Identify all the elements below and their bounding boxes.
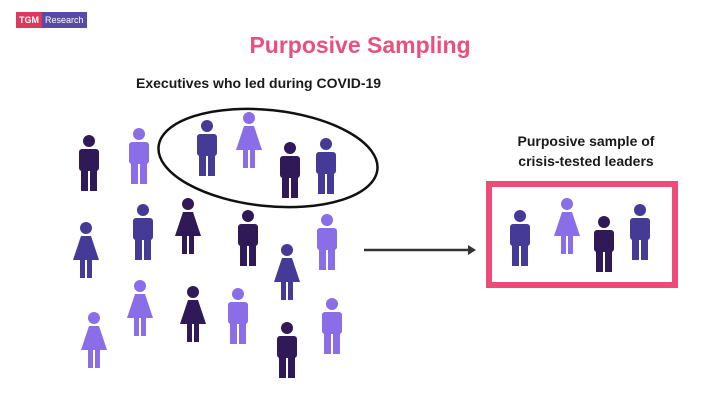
male-person-icon (133, 204, 153, 260)
male-person-icon (316, 138, 336, 194)
population-label: Executives who led during COVID-19 (136, 75, 382, 91)
male-person-icon (277, 322, 297, 378)
tgm-research-logo: TGM Research (16, 12, 87, 28)
male-person-icon (79, 135, 99, 191)
male-person-icon (238, 210, 258, 266)
sample-male-person-icon (630, 204, 650, 260)
male-person-icon (317, 214, 337, 270)
selection-ellipse (157, 107, 379, 209)
male-person-icon (129, 128, 149, 184)
male-person-icon (280, 142, 300, 198)
logo-brand: TGM (16, 12, 42, 28)
sample-label-line2: crisis-tested leaders (518, 153, 654, 169)
logo-suffix: Research (42, 12, 87, 28)
arrow-head-icon (468, 245, 476, 255)
male-person-icon (322, 298, 342, 354)
female-person-icon (274, 244, 300, 300)
female-person-icon (180, 286, 206, 342)
sample-male-person-icon (594, 216, 614, 272)
female-person-icon (73, 222, 99, 278)
sample-box (486, 181, 678, 288)
sample-label: Purposive sample of crisis-tested leader… (478, 131, 694, 171)
female-person-icon (236, 112, 262, 168)
sample-female-person-icon (554, 198, 580, 254)
female-person-icon (175, 198, 201, 254)
sample-label-line1: Purposive sample of (517, 133, 655, 149)
female-person-icon (127, 280, 153, 336)
male-person-icon (197, 120, 217, 176)
male-person-icon (228, 288, 248, 344)
diagram-title: Purposive Sampling (249, 32, 471, 58)
female-person-icon (81, 312, 107, 368)
sample-male-person-icon (510, 210, 530, 266)
